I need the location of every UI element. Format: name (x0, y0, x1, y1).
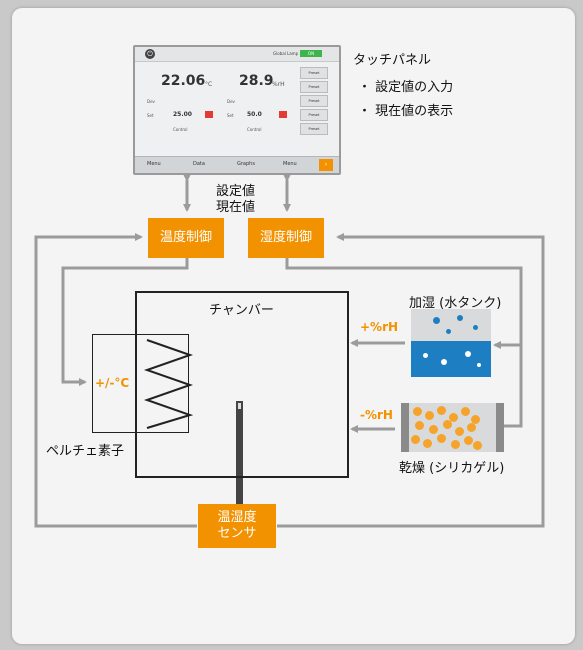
peltier-label: ペルチェ素子 (46, 444, 125, 459)
silica-gel-tank (401, 403, 504, 452)
bottom-button-2[interactable]: Data (193, 161, 205, 167)
water-tank (411, 309, 491, 377)
panel-caption: タッチパネル (353, 53, 432, 68)
sensor-label-2: センサ (217, 526, 257, 541)
sensor-to-temp (34, 233, 197, 528)
humidity-control-box: 湿度制御 (248, 218, 324, 258)
control-right[interactable]: Control (247, 127, 262, 132)
dehumidify-delta: -%rH (360, 408, 393, 422)
peltier-coil (143, 339, 194, 429)
control-left[interactable]: Control (173, 127, 188, 132)
side-button-5[interactable]: Preset (300, 123, 328, 135)
set-hum-button[interactable] (279, 111, 287, 118)
temp-to-peltier (61, 258, 189, 386)
dehumidify-label: 乾燥 (シリカゲル) (399, 461, 505, 476)
current-hum-unit: %rH (272, 81, 285, 88)
humidify-delta: +%rH (360, 320, 399, 334)
panel-bottombar: Menu Data Graphs Menu › (135, 156, 339, 173)
sensor-to-hum (277, 233, 545, 528)
side-button-2[interactable]: Preset (300, 81, 328, 93)
peltier-box (92, 334, 189, 433)
bottom-button-1[interactable]: Menu (147, 161, 161, 167)
sensor-label-1: 温湿度 (217, 510, 257, 525)
set-hum[interactable]: 50.0 (247, 111, 262, 118)
row-set-label: Set (147, 113, 154, 118)
panel-bullet-2: ・ 現在値の表示 (358, 104, 454, 119)
peltier-temp-label: +/-°C (95, 376, 130, 390)
side-button-4[interactable]: Preset (300, 109, 328, 121)
next-arrow-icon[interactable]: › (319, 159, 333, 171)
power-icon[interactable]: ⏻ (145, 49, 155, 59)
side-button-3[interactable]: Preset (300, 95, 328, 107)
sensor-box: 温湿度 センサ (198, 504, 276, 548)
current-temp: 22.06 (161, 73, 206, 89)
io-label-current: 現在値 (216, 200, 256, 215)
current-temp-unit: °C (205, 81, 213, 88)
io-label-set: 設定値 (216, 184, 256, 199)
row-set-label-2: Set (227, 113, 234, 118)
panel-top-label: Global Lamp (273, 51, 299, 56)
bottom-button-3[interactable]: Graphs (237, 161, 255, 167)
panel-topbar (135, 47, 339, 62)
touch-panel-screen: ⏻ Global Lamp ON 22.06 °C 28.9 %rH Dev D… (133, 45, 341, 175)
panel-bullet-1: ・ 設定値の入力 (358, 80, 454, 95)
chamber-label: チャンバー (209, 303, 274, 318)
status-badge[interactable]: ON (300, 50, 322, 57)
set-temp[interactable]: 25.00 (173, 111, 192, 118)
side-button-1[interactable]: Preset (300, 67, 328, 79)
row-dev-label-2: Dev (227, 99, 235, 104)
bottom-button-4[interactable]: Menu (283, 161, 297, 167)
humidify-label: 加湿 (水タンク) (409, 296, 502, 311)
chamber-box (135, 291, 349, 478)
temperature-control-box: 温度制御 (148, 218, 224, 258)
hum-to-silica (285, 258, 523, 430)
row-dev-label: Dev (147, 99, 155, 104)
set-temp-button[interactable] (205, 111, 213, 118)
current-hum: 28.9 (239, 73, 274, 89)
sensor-probe (236, 401, 243, 516)
